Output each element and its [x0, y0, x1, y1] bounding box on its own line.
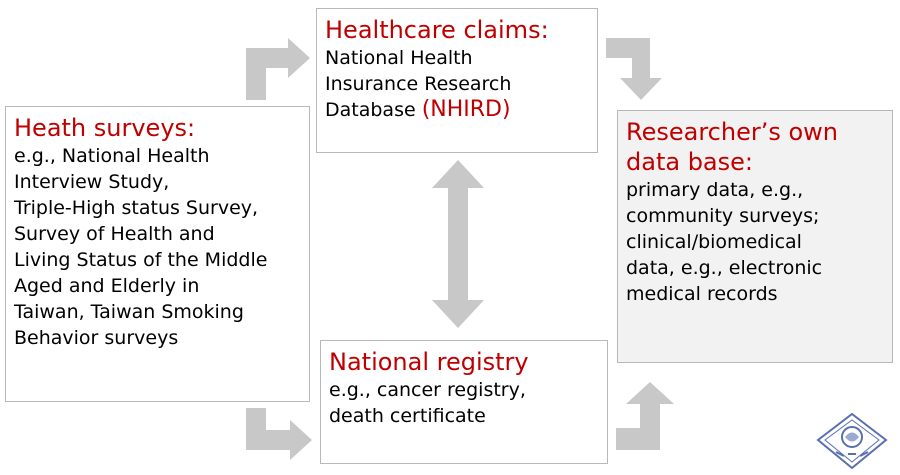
- health-surveys-line: Taiwan, Taiwan Smoking: [14, 301, 244, 323]
- healthcare-claims-line: Insurance Research: [325, 73, 512, 95]
- arrow-surveys-to-registry: [246, 408, 312, 460]
- health-surveys-line: Triple-High status Survey,: [14, 197, 259, 219]
- researcher-own-line: medical records: [626, 283, 778, 305]
- researcher-own-title-line: Researcher’s own: [626, 118, 839, 146]
- national-registry-line: death certificate: [329, 405, 486, 427]
- researcher-own-line: data, e.g., electronic: [626, 257, 823, 279]
- arrow-surveys-to-claims: [246, 38, 310, 100]
- health-surveys-line: Behavior surveys: [14, 327, 179, 349]
- researcher-own-line: clinical/biomedical: [626, 231, 802, 253]
- health-surveys-line: Aged and Elderly in: [14, 275, 200, 297]
- health-surveys-title: Heath surveys:: [14, 114, 196, 142]
- researcher-own-line: community surveys;: [626, 205, 820, 227]
- healthcare-claims-line-last: Database (NHIRD): [325, 97, 589, 123]
- healthcare-claims-box: Healthcare claims: National Health Insur…: [316, 8, 598, 153]
- healthcare-claims-line: National Health: [325, 47, 473, 69]
- researcher-own-database-box: Researcher’s own data base: primary data…: [617, 110, 893, 363]
- researcher-own-title-line: data base:: [626, 148, 753, 176]
- health-surveys-line: Living Status of the Middle: [14, 249, 268, 271]
- national-registry-box: National registry e.g., cancer registry,…: [320, 340, 608, 464]
- nhird-highlight: (NHIRD): [421, 97, 511, 122]
- arrow-claims-registry: [432, 160, 484, 328]
- national-registry-line: e.g., cancer registry,: [329, 379, 526, 401]
- researcher-own-title: Researcher’s own data base:: [626, 117, 884, 177]
- health-surveys-line: e.g., National Health: [14, 145, 210, 167]
- arrow-own-to-registry: [616, 382, 674, 450]
- health-surveys-box: Heath surveys: e.g., National Health Int…: [5, 106, 310, 402]
- arrow-claims-to-own: [606, 38, 662, 100]
- health-surveys-line: Survey of Health and: [14, 223, 215, 245]
- healthcare-claims-title: Healthcare claims:: [325, 16, 549, 44]
- health-surveys-line: Interview Study,: [14, 171, 170, 193]
- institution-seal-icon: [816, 412, 888, 470]
- national-registry-title: National registry: [329, 348, 529, 376]
- healthcare-claims-database-text: Database: [325, 99, 422, 121]
- researcher-own-line: primary data, e.g.,: [626, 179, 804, 201]
